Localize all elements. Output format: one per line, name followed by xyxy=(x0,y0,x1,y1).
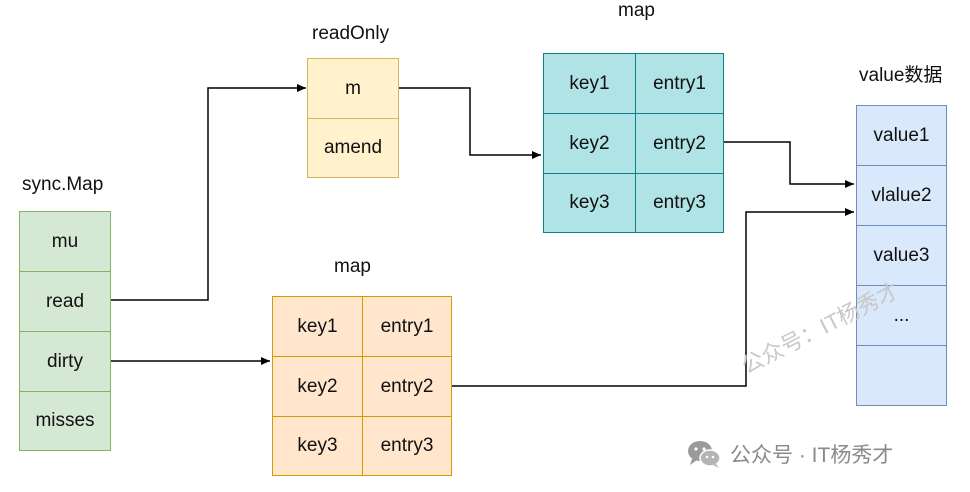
map-bottom-key: key2 xyxy=(272,356,363,417)
wechat-icon xyxy=(688,441,721,468)
value-item xyxy=(856,345,947,406)
map-top-key: key1 xyxy=(543,53,636,114)
map-top-entry: entry3 xyxy=(635,173,724,233)
map-bottom-entry: entry1 xyxy=(362,296,452,357)
value-data-title: value数据 xyxy=(859,65,943,86)
value-item: value3 xyxy=(856,225,947,286)
value-item: value1 xyxy=(856,105,947,166)
arrow-m-to-map-top xyxy=(398,87,541,159)
readonly-title: readOnly xyxy=(312,23,390,44)
map-top-title: map xyxy=(618,0,655,21)
map-bottom-title: map xyxy=(334,256,371,277)
map-bottom-entry: entry3 xyxy=(362,416,452,476)
value-item: ... xyxy=(856,285,947,346)
sync-map-field-misses: misses xyxy=(19,391,111,451)
sync-map-title: sync.Map xyxy=(22,174,104,195)
arrow-bottom-entry2-to-value2 xyxy=(452,208,854,387)
map-top-entry: entry1 xyxy=(635,53,724,114)
map-top-key: key3 xyxy=(543,173,636,233)
sync-map-field-dirty: dirty xyxy=(19,331,111,392)
map-top-key: key2 xyxy=(543,113,636,174)
map-bottom-entry: entry2 xyxy=(362,356,452,417)
watermark-logo-text: 公众号 · IT杨秀才 xyxy=(730,444,894,467)
sync-map-field-read: read xyxy=(19,271,111,332)
map-bottom-key: key3 xyxy=(272,416,363,476)
readonly-field-m: m xyxy=(307,58,399,119)
readonly-field-amend: amend xyxy=(307,118,399,178)
sync-map-field-mu: mu xyxy=(19,211,111,272)
map-top-entry: entry2 xyxy=(635,113,724,174)
watermark-logo: 公众号 · IT杨秀才 xyxy=(686,437,893,471)
arrow-read-to-readonly xyxy=(110,84,306,301)
map-bottom-key: key1 xyxy=(272,296,363,357)
arrow-entry2-to-value2 xyxy=(724,141,854,188)
value-item: vlalue2 xyxy=(856,165,947,226)
